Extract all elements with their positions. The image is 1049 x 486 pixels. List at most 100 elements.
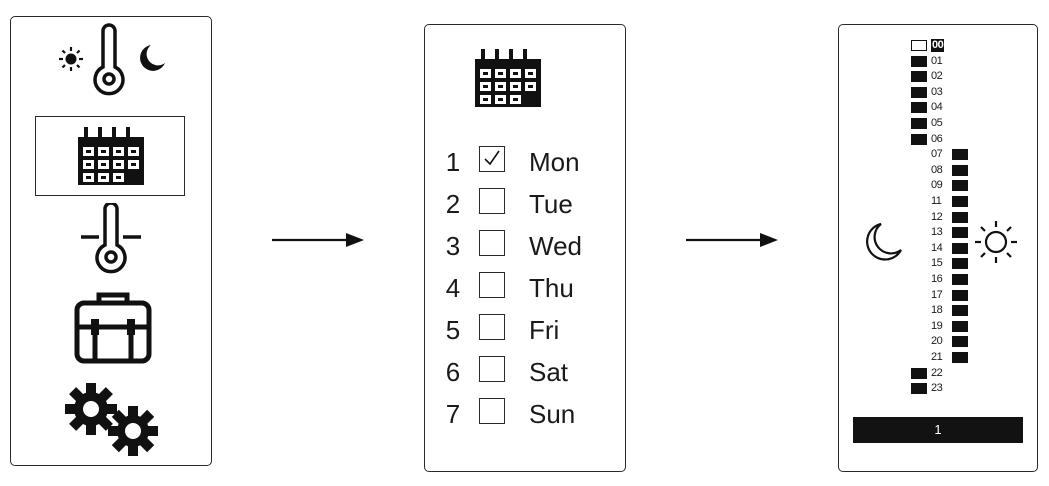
hour-label: 15	[931, 257, 943, 270]
hour-label: 23	[931, 382, 943, 395]
day-checkbox[interactable]	[479, 188, 505, 214]
hour-label: 08	[931, 163, 943, 176]
day-period-bar	[952, 258, 968, 270]
hour-label: 22	[931, 366, 943, 379]
day-checkbox[interactable]	[479, 398, 505, 424]
hour-label: 09	[931, 179, 943, 192]
hour-row[interactable]: 12	[839, 210, 968, 227]
hour-label: 07	[931, 148, 943, 161]
day-checkbox[interactable]	[479, 356, 505, 382]
hour-row[interactable]: 11	[839, 195, 968, 211]
hour-label: 00	[931, 39, 945, 52]
hour-row[interactable]: 19	[839, 319, 968, 336]
menu-item-weekly-program[interactable]	[35, 116, 185, 196]
day-row[interactable]: 2 Tue	[443, 185, 623, 219]
menu-item-settings[interactable]	[61, 381, 165, 457]
hour-row[interactable]: 15	[839, 257, 968, 273]
hour-label: 03	[931, 85, 943, 98]
day-row[interactable]: 5 Fri	[443, 311, 623, 345]
hour-label: 18	[931, 304, 943, 317]
hour-row[interactable]: 05	[839, 117, 959, 133]
set-temperature-icon	[81, 201, 141, 274]
hour-label: 06	[931, 132, 943, 145]
hour-label: 11	[931, 195, 942, 207]
hour-label: 17	[931, 288, 943, 301]
day-period-bar	[952, 180, 968, 192]
hour-row[interactable]: 01	[839, 55, 959, 71]
day-period-bar	[952, 274, 968, 285]
night-period-bar	[911, 118, 927, 129]
day-label: Mon	[529, 147, 580, 177]
day-checkbox[interactable]	[479, 146, 505, 172]
moon-icon	[866, 222, 902, 261]
day-number: 4	[445, 273, 461, 303]
hour-label: 19	[931, 319, 943, 332]
hour-row[interactable]: 07	[839, 148, 968, 164]
hour-row[interactable]: 02	[839, 70, 959, 86]
day-row[interactable]: 3 Wed	[443, 227, 623, 261]
day-number: 3	[445, 231, 461, 261]
hour-row[interactable]: 00	[839, 39, 959, 55]
day-row[interactable]: 6 Sat	[443, 353, 623, 387]
day-label: Sun	[529, 399, 576, 429]
holiday-suitcase-icon	[74, 292, 152, 364]
hour-row[interactable]: 13	[839, 226, 968, 242]
day-label: Sat	[529, 357, 569, 387]
hour-row[interactable]: 18	[839, 304, 968, 320]
day-checkbox[interactable]	[479, 272, 505, 298]
day-label: Tue	[529, 189, 573, 219]
hour-row[interactable]: 21	[839, 351, 968, 367]
sun-icon	[975, 221, 1017, 263]
day-period-bar	[952, 352, 968, 363]
hour-row[interactable]: 14	[839, 242, 968, 258]
hour-row[interactable]: 04	[839, 101, 959, 117]
day-label: Wed	[529, 231, 582, 261]
menu-item-set-temperature[interactable]	[71, 201, 151, 281]
night-period-bar	[911, 367, 927, 379]
hour-label: 13	[931, 226, 943, 239]
hour-row[interactable]: 09	[839, 179, 968, 195]
day-period-bar	[952, 305, 968, 317]
day-checkbox[interactable]	[479, 314, 505, 340]
hour-row[interactable]: 03	[839, 86, 959, 102]
night-period-bar	[911, 133, 927, 145]
hour-row[interactable]: 06	[839, 133, 959, 149]
checkmark-icon	[484, 150, 500, 166]
day-number: 1	[445, 147, 461, 177]
day-period-bar	[952, 320, 968, 332]
flow-arrow-1	[272, 233, 364, 247]
day-row[interactable]: 1 Mon	[443, 143, 623, 177]
day-period-bar	[952, 149, 968, 161]
day-label: Fri	[529, 315, 560, 345]
day-period-bar	[952, 227, 968, 239]
hour-row[interactable]: 08	[839, 163, 968, 180]
hour-row[interactable]: 20	[839, 335, 968, 351]
day-number: 5	[445, 315, 461, 345]
day-number: 6	[445, 357, 461, 387]
flow-arrow-2	[686, 233, 778, 247]
day-period-bar	[952, 164, 968, 176]
day-period-bar	[952, 289, 968, 301]
hour-row[interactable]: 16	[839, 273, 968, 289]
night-period-bar	[911, 71, 927, 83]
settings-gears-icon	[65, 383, 158, 456]
day-number: 2	[445, 189, 461, 219]
day-period-bar	[952, 242, 968, 254]
hour-label: 21	[931, 351, 943, 363]
hour-row[interactable]: 22	[839, 367, 959, 383]
hour-row[interactable]: 23	[839, 382, 959, 398]
hour-row[interactable]: 17	[839, 288, 968, 305]
day-checkbox[interactable]	[479, 230, 505, 256]
menu-item-day-night-temperature[interactable]	[51, 23, 171, 103]
weekly-calendar-icon	[78, 127, 144, 185]
day-period-bar	[952, 211, 968, 223]
hour-label: 12	[931, 210, 943, 223]
cursor-bar	[911, 40, 927, 51]
menu-item-holiday[interactable]	[71, 287, 155, 367]
hour-label: 05	[931, 117, 943, 129]
